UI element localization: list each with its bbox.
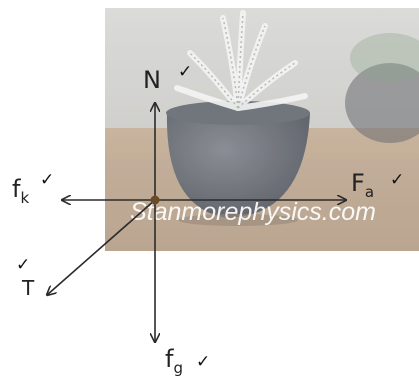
check-normal-force: ✓ xyxy=(178,62,193,82)
watermark: Stanmorephysics.com xyxy=(130,198,376,226)
check-applied-force: ✓ xyxy=(390,170,405,190)
label-applied-force: Fa xyxy=(351,169,375,201)
label-gravity-force: fg xyxy=(165,345,183,377)
check-gravity-force: ✓ xyxy=(196,352,211,372)
label-tension: T xyxy=(22,276,35,300)
label-normal-force: N xyxy=(143,66,161,94)
point-of-application xyxy=(150,195,160,205)
label-kinetic-friction: fk xyxy=(12,175,30,207)
photo-illustration xyxy=(105,8,419,251)
plant-pot-photo xyxy=(105,8,419,251)
check-kinetic-friction: ✓ xyxy=(40,170,55,190)
check-tension: ✓ xyxy=(16,255,31,275)
tension-arrow xyxy=(47,199,156,295)
